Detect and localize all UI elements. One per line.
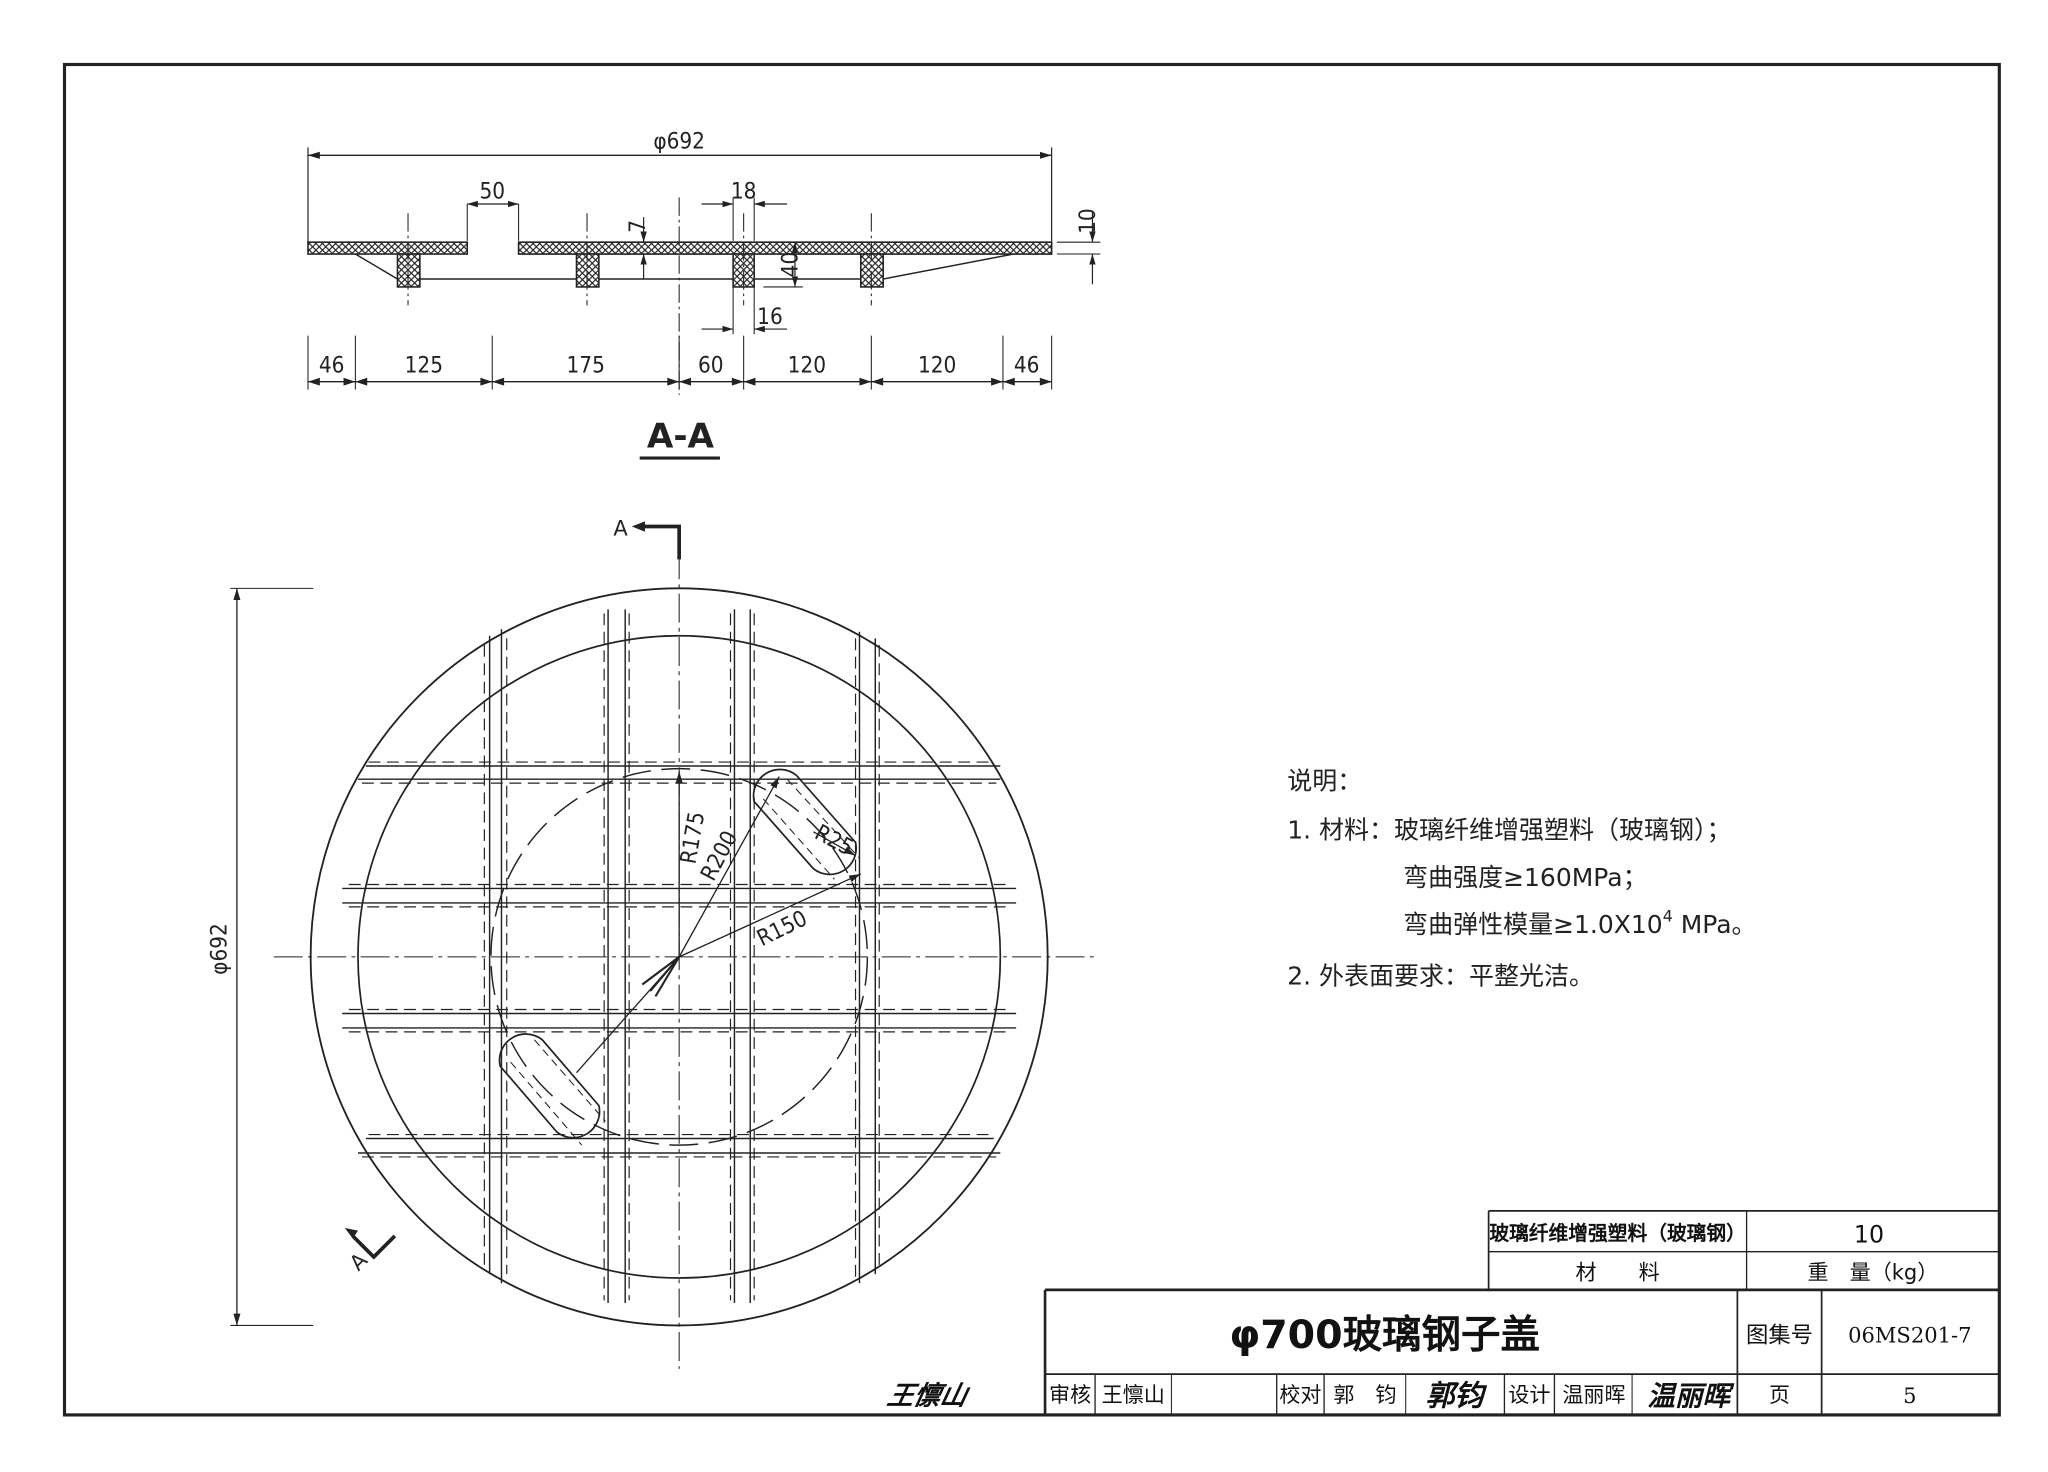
atlas-label: 图集号 — [1746, 1323, 1813, 1349]
weight-value: 10 — [1854, 1220, 1884, 1248]
section-slab-right — [517, 241, 1053, 255]
material-header: 材 料 — [1576, 1259, 1660, 1284]
section-dim-side-2: 10 — [1075, 208, 1101, 234]
section-dim-bottom-2: 125 — [405, 352, 443, 378]
section-dim-side-3: 40 — [778, 252, 804, 278]
section-dim-side-1: 7 — [625, 220, 651, 233]
svg-text:A: A — [613, 516, 628, 541]
section-dim-bottom-6: 120 — [918, 352, 956, 378]
notes-line-1: 1. 材料：玻璃纤维增强塑料（玻璃钢）； — [1287, 815, 1731, 844]
section-dim-bottom-7: 46 — [1014, 352, 1040, 378]
drawing-title: φ700玻璃钢子盖 — [1229, 1312, 1540, 1358]
notes-line-4: 2. 外表面要求：平整光洁。 — [1287, 962, 1594, 991]
section-marker-bottom: A — [344, 1228, 397, 1275]
reviewer-signature: 王懔山 — [885, 1381, 973, 1412]
checker-name: 郭 钧 — [1333, 1382, 1396, 1407]
review-label: 审核 — [1049, 1382, 1091, 1407]
section-view: φ692 50 18 7 — [307, 129, 1101, 460]
sheet-border — [62, 62, 2001, 1417]
radius-r150: R150 — [753, 906, 811, 952]
checker-signature: 郭钧 — [1425, 1379, 1487, 1413]
title-block: 玻璃纤维增强塑料（玻璃钢） 10 材 料 重 量（kg） φ700玻璃钢子盖 图… — [885, 1210, 2000, 1415]
material-name: 玻璃纤维增强塑料（玻璃钢） — [1489, 1222, 1746, 1245]
section-dim-top-1: 50 — [479, 179, 505, 205]
page-label: 页 — [1769, 1382, 1790, 1407]
page-number: 5 — [1903, 1383, 1916, 1408]
slot-upper — [752, 768, 860, 880]
section-rib-2 — [575, 253, 600, 288]
atlas-number: 06MS201-7 — [1848, 1323, 1971, 1348]
section-dim-bottom-5: 120 — [788, 352, 826, 378]
section-dim-top-2: 18 — [731, 179, 757, 205]
section-diameter-label: φ692 — [653, 129, 705, 155]
design-label: 设计 — [1508, 1382, 1550, 1407]
section-dim-side-4: 16 — [757, 304, 783, 330]
inner-circle — [357, 634, 1002, 1279]
section-rib-4 — [860, 253, 884, 288]
notes: 说明： 1. 材料：玻璃纤维增强塑料（玻璃钢）； 弯曲强度≥160MPa； 弯曲… — [1287, 767, 1756, 991]
section-slab-left — [307, 241, 469, 255]
section-marker-top: A — [613, 516, 682, 560]
section-dim-bottom-3: 175 — [567, 352, 605, 378]
section-title: A-A — [647, 417, 715, 457]
slot-lower — [498, 1033, 606, 1146]
notes-line-3: 弯曲弹性模量≥1.0X104 MPa。 — [1403, 906, 1757, 939]
radius-r25: R25 — [810, 820, 857, 862]
check-label: 校对 — [1279, 1382, 1321, 1407]
notes-line-2: 弯曲强度≥160MPa； — [1403, 863, 1648, 892]
notes-heading: 说明： — [1287, 767, 1362, 796]
plan-view: φ692 — [206, 516, 1096, 1369]
designer-signature: 温丽晖 — [1647, 1380, 1734, 1413]
plan-diameter-label: φ692 — [206, 923, 232, 975]
section-dim-bottom-4: 60 — [698, 352, 724, 378]
reviewer-name: 王懔山 — [1102, 1382, 1165, 1407]
section-rib-1 — [396, 253, 421, 288]
weight-header: 重 量（kg） — [1808, 1259, 1939, 1284]
section-dim-bottom-1: 46 — [319, 352, 345, 378]
designer-name: 温丽晖 — [1562, 1382, 1625, 1407]
